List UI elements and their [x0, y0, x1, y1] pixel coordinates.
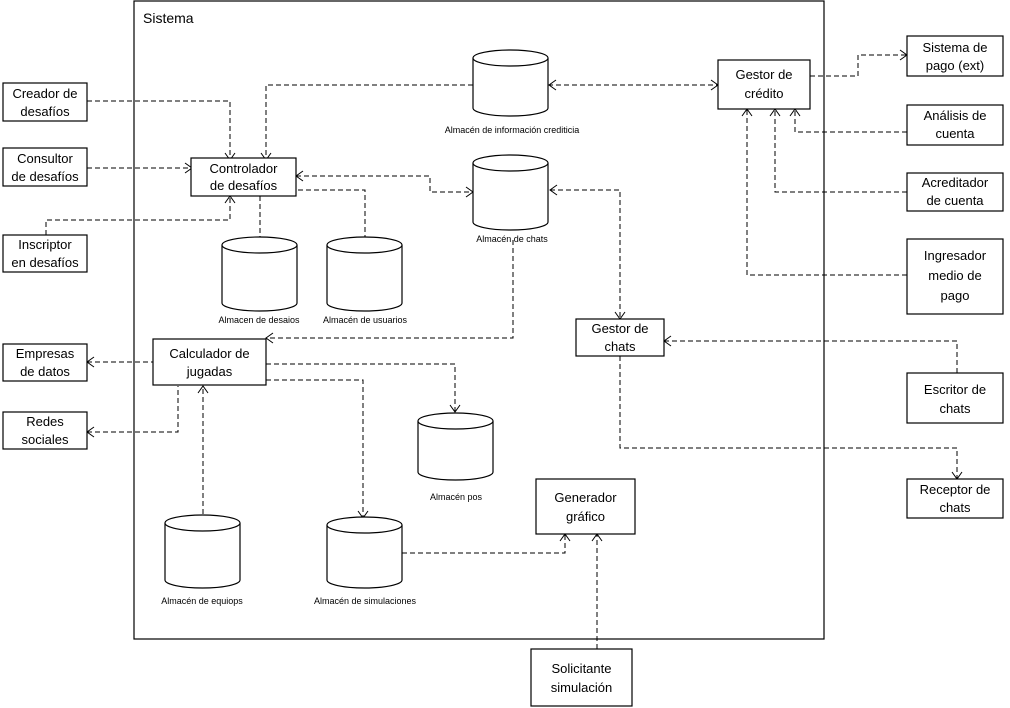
entity-label-line: pago: [941, 288, 970, 303]
process-label-line: Controlador: [210, 161, 279, 176]
entity-label-line: Análisis de: [924, 108, 987, 123]
flow-arrowhead: [265, 332, 274, 344]
external-acreditador: Acreditador de cuenta: [906, 172, 1004, 212]
entity-label-line: Consultor: [17, 151, 73, 166]
entity-label-line: Solicitante: [552, 661, 612, 676]
system-title: Sistema: [143, 10, 194, 26]
flow-controlador-chats: [296, 175, 473, 193]
entity-label-line: Escritor de: [924, 382, 986, 397]
process-controlador: Controlador de desafíos: [190, 157, 297, 197]
entity-label-line: en desafíos: [11, 255, 79, 270]
flow-simulaciones-generador: [402, 534, 566, 554]
flow-arrowhead: [197, 385, 209, 394]
store-label-chats: Almacén de chats: [476, 234, 548, 244]
store-label-equipos: Almacén de equiops: [161, 596, 243, 606]
process-label-line: crédito: [744, 86, 783, 101]
entity-label-line: medio de: [928, 268, 981, 283]
flow-arrowhead: [548, 79, 557, 91]
flow-arrowhead: [449, 404, 461, 413]
flow-analisis-gestor-credito: [794, 109, 907, 133]
data-store-desafios: Almacen de desaios: [218, 236, 300, 325]
external-analisis: Análisis de cuenta: [906, 104, 1004, 146]
store-label-usuarios: Almacén de usuarios: [323, 315, 408, 325]
data-store-equipos: Almacén de equiops: [161, 514, 243, 606]
process-label-line: jugadas: [186, 364, 233, 379]
process-gestor-credito: Gestor de crédito: [717, 59, 811, 110]
external-consultor: Consultor de desafíos: [2, 147, 88, 187]
data-store-pos: Almacén pos: [417, 412, 494, 502]
entity-label-line: simulación: [551, 680, 612, 695]
entity-label-line: Sistema de: [922, 40, 987, 55]
process-gestor-chats: Gestor de chats: [575, 318, 665, 357]
entity-label-line: cuenta: [935, 126, 975, 141]
entity-label-line: Redes: [26, 414, 64, 429]
entity-label-line: pago (ext): [926, 58, 985, 73]
flow-ingresador-gestor-credito: [746, 109, 907, 276]
process-label-line: de desafíos: [210, 178, 278, 193]
external-ingresador: Ingresador medio de pago: [906, 238, 1004, 315]
process-label-line: Gestor de: [735, 67, 792, 82]
external-inscriptor: Inscriptor en desafíos: [2, 234, 88, 273]
data-store-simulaciones: Almacén de simulaciones: [314, 516, 417, 606]
flow-calculador-simulaciones: [266, 379, 364, 518]
external-receptor: Receptor de chats: [906, 478, 1004, 519]
flow-gestor-credito-sistema-pago: [810, 54, 907, 77]
process-label-line: gráfico: [566, 509, 605, 524]
flow-escritor-gestor-chats: [664, 340, 958, 373]
system-boundary: [133, 0, 825, 640]
flow-acreditador-gestor-credito: [774, 109, 907, 193]
external-empresas: Empresas de datos: [2, 343, 88, 382]
process-label-line: Gestor de: [591, 321, 648, 336]
entity-label-line: chats: [939, 500, 971, 515]
store-label-credito: Almacén de información crediticia: [445, 125, 580, 135]
data-store-usuarios: Almacén de usuarios: [323, 236, 408, 325]
entity-label-line: Receptor de: [920, 482, 991, 497]
entity-label-line: Ingresador: [924, 248, 987, 263]
process-label-line: Generador: [554, 490, 617, 505]
store-label-simulaciones: Almacén de simulaciones: [314, 596, 417, 606]
data-store-chats: Almacén de chats: [472, 154, 549, 244]
process-label-line: Calculador de: [169, 346, 249, 361]
external-escritor: Escritor de chats: [906, 372, 1004, 424]
flow-chats-calculador: [266, 240, 514, 339]
entity-label-line: de datos: [20, 364, 70, 379]
flow-credito-controlador: [265, 84, 473, 160]
entity-label-line: desafíos: [20, 104, 70, 119]
entity-label-line: Creador de: [12, 86, 77, 101]
external-creador: Creador de desafíos: [2, 82, 88, 122]
entity-label-line: sociales: [22, 432, 69, 447]
entity-label-line: Empresas: [16, 346, 75, 361]
flow-chats-gestor-chats: [550, 189, 621, 319]
flow-usuarios-controlador: [296, 189, 366, 240]
external-solicitante: Solicitante simulación: [530, 648, 633, 707]
external-redes: Redes sociales: [2, 411, 88, 450]
store-label-pos: Almacén pos: [430, 492, 483, 502]
flow-inscriptor-controlador: [45, 196, 231, 235]
entity-label-line: de desafíos: [11, 169, 79, 184]
flow-creador-controlador: [87, 100, 231, 160]
entity-label-line: chats: [939, 401, 971, 416]
flow-gestor-chats-receptor: [619, 356, 958, 479]
entity-label-line: Inscriptor: [18, 237, 72, 252]
flow-redes-calculador: [87, 386, 179, 433]
entity-label-line: Acreditador: [922, 175, 989, 190]
entity-label-line: de cuenta: [926, 193, 984, 208]
store-label-desafios: Almacen de desaios: [218, 315, 300, 325]
flow-calculador-pos: [266, 363, 456, 412]
flow-arrowhead: [549, 184, 558, 196]
process-calculador: Calculador de jugadas: [152, 338, 267, 386]
process-label-line: chats: [604, 339, 636, 354]
external-sistema-pago: Sistema de pago (ext): [906, 35, 1004, 77]
data-store-credito: Almacén de información crediticia: [445, 49, 580, 135]
process-generador: Generador gráfico: [535, 478, 636, 535]
